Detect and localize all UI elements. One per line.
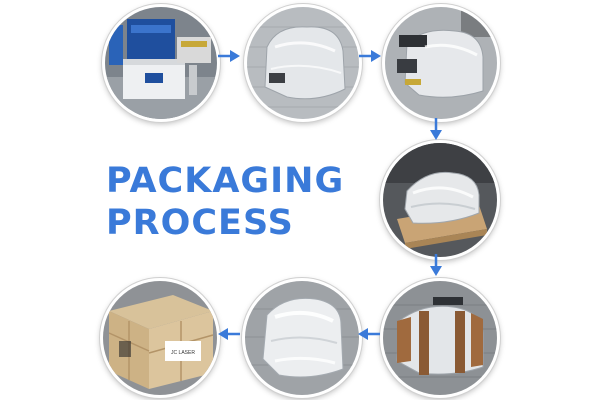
arrow-right-icon xyxy=(218,50,240,62)
step-6-sealed-photo xyxy=(242,278,362,398)
arrow-left-icon xyxy=(358,328,380,340)
step-4-pallet-photo xyxy=(380,140,500,260)
arrow-down-icon xyxy=(430,254,442,276)
arrow-right-icon xyxy=(359,50,381,62)
step-1-machine-photo xyxy=(102,4,220,122)
laser-machine-image xyxy=(105,7,217,119)
arrow-down-2 xyxy=(429,254,443,276)
title-line-2: PROCESS xyxy=(106,203,294,243)
arrow-down-1 xyxy=(429,118,443,140)
wooden-crate-image: JC LASER xyxy=(103,281,217,395)
wrapped-machine-with-mount-image xyxy=(385,7,497,119)
step-7-crate-photo: JC LASER xyxy=(100,278,220,398)
diagram-title: PACKAGING PROCESS xyxy=(106,160,366,244)
wrapped-machine-on-pallet-image xyxy=(383,143,497,257)
crate-label-text: JC LASER xyxy=(171,350,195,356)
arrow-down-icon xyxy=(430,118,442,140)
strapped-machine-with-corners-image xyxy=(383,281,497,395)
arrow-left-1 xyxy=(358,327,380,341)
title-line-1: PACKAGING xyxy=(106,161,345,201)
arrow-right-1 xyxy=(218,49,240,63)
arrow-left-icon xyxy=(218,328,240,340)
step-3-wrapped-mount-photo xyxy=(382,4,500,122)
step-5-strapped-photo xyxy=(380,278,500,398)
arrow-right-2 xyxy=(359,49,381,63)
sealed-wrapped-bundle-image xyxy=(245,281,359,395)
step-2-wrapped-photo xyxy=(244,4,362,122)
arrow-left-2 xyxy=(218,327,240,341)
plastic-wrapped-machine-image xyxy=(247,7,359,119)
